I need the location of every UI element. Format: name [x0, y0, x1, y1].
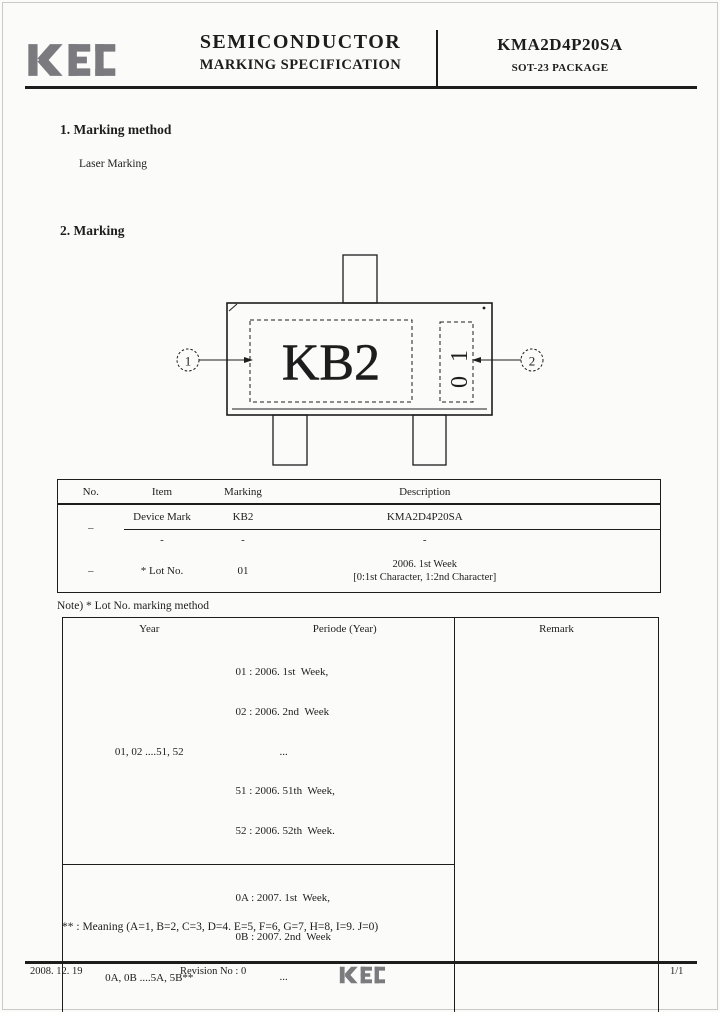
header-rule — [25, 86, 697, 89]
lot-row-2006: 01, 02 ....51, 52 01 : 2006. 1st Week, 0… — [63, 640, 659, 1012]
logo-k-lower-arm — [37, 54, 63, 76]
callout1-arrowhead — [244, 357, 253, 363]
cell-item-lot-no: * Lot No. — [140, 565, 184, 578]
footer-rule — [25, 961, 697, 964]
footer-kec-logo — [339, 966, 386, 984]
lot-table-header-row: Year Periode (Year) Remark — [63, 617, 659, 640]
marking-table: No. Item Marking Description – Device Ma… — [57, 479, 661, 593]
callout2-circle — [520, 348, 544, 372]
corner-chamfer — [228, 303, 238, 312]
lot-no-zone — [439, 321, 474, 403]
periode-line: 51 : 2006. 51th Week, — [235, 785, 335, 798]
package-name: SOT-23 PACKAGE — [511, 62, 609, 74]
periode-line: 01 : 2006. 1st Week, — [235, 666, 329, 679]
table-row-blank: - - - — [58, 529, 661, 551]
cell-desc-part: KMA2D4P20SA — [285, 504, 661, 530]
col-header-year: Year — [139, 623, 160, 635]
bottom-pin-right — [412, 414, 447, 466]
periode-line-ellipsis: ... — [279, 971, 288, 984]
periode-2006: 01 : 2006. 1st Week, 02 : 2006. 2nd Week… — [236, 640, 455, 865]
package-body — [226, 302, 493, 416]
doc-title-line1: SEMICONDUCTOR — [199, 31, 402, 53]
col-header-item: Item — [123, 479, 201, 505]
section1-heading: 1. Marking method — [60, 122, 172, 137]
doc-title-line2: MARKING SPECIFICATION — [199, 57, 402, 73]
corner-dot — [482, 306, 486, 310]
lot-desc-line1: 2006. 1st Week — [392, 559, 458, 571]
lot-no-text: 01 — [447, 336, 473, 388]
header-divider — [436, 30, 438, 87]
lot-desc-line2: [0:1st Character, 1:2nd Character] — [353, 572, 497, 584]
note-line: Note) * Lot No. marking method — [57, 600, 210, 612]
col-header-periode: Periode (Year) — [312, 623, 377, 635]
device-mark-zone — [249, 319, 413, 403]
cell-no-dash2: – — [88, 565, 94, 578]
lot-method-table: Year Periode (Year) Remark 01, 02 ....51… — [62, 617, 659, 1012]
periode-line: 0A : 2007. 1st Week, — [235, 891, 331, 904]
cell-desc-blank: - — [422, 534, 427, 547]
callout1-number: 1 — [185, 354, 192, 369]
periode-line: 0B : 2007. 2nd Week — [235, 931, 331, 944]
periode-line: 52 : 2006. 52th Week. — [235, 824, 335, 837]
remark-cell: Rotation for 4 years : 01...52 : ...2006… — [454, 640, 659, 1012]
marking-table-header-row: No. Item Marking Description — [57, 479, 661, 505]
cell-item-device-mark: Device Mark — [123, 504, 201, 530]
footer-page-number: 1/1 — [670, 966, 684, 977]
section2-heading: 2. Marking — [60, 223, 125, 238]
doc-title: SEMICONDUCTOR MARKING SPECIFICATION — [178, 31, 423, 74]
table-row-lot-no: – * Lot No. 01 2006. 1st Week [0:1st Cha… — [58, 551, 661, 592]
col-header-marking: Marking — [200, 479, 286, 505]
periode-line-ellipsis: ... — [279, 745, 288, 758]
periode-2007: 0A : 2007. 1st Week, 0B : 2007. 2nd Week… — [235, 864, 455, 1012]
top-pin — [342, 254, 378, 304]
footer-revision: Revision No : 0 — [180, 966, 247, 977]
section1-body: Laser Marking — [79, 158, 148, 170]
footer-date: 2008. 12. 19 — [30, 966, 83, 977]
cell-desc-lot: 2006. 1st Week [0:1st Character, 1:2nd C… — [286, 551, 661, 592]
package-marking-diagram: KB2 01 1 2 — [176, 254, 544, 466]
cell-marking-blank: - — [241, 534, 245, 547]
meaning-note: ** : Meaning (A=1, B=2, C=3, D=4. E=5, F… — [62, 921, 379, 933]
year-code-2006: 01, 02 ....51, 52 — [114, 746, 184, 759]
cell-item-blank: - — [160, 534, 164, 547]
cell-marking-kb2: KB2 — [200, 504, 286, 530]
device-mark-text: KB2 — [282, 335, 380, 392]
col-header-description: Description — [285, 479, 661, 505]
logo-k-bar — [28, 44, 38, 76]
cell-marking-01: 01 — [237, 565, 249, 578]
lot-row-2007: 0A, 0B ....5A, 5B** 0A : 2007. 1st Week,… — [62, 864, 659, 1012]
col-header-remark: Remark — [454, 617, 659, 640]
callout2-number: 2 — [529, 354, 536, 369]
table-row-device-mark: – Device Mark KB2 KMA2D4P20SA — [58, 504, 661, 534]
kec-logo — [28, 44, 116, 76]
callout2-arrowhead — [472, 357, 481, 363]
part-number: KMA2D4P20SA — [497, 35, 623, 54]
periode-line: 02 : 2006. 2nd Week — [235, 706, 330, 719]
part-block: KMA2D4P20SA SOT-23 PACKAGE — [455, 35, 665, 74]
cell-no-dash1: – — [88, 522, 94, 534]
bottom-pin-left — [272, 414, 308, 466]
year-code-2007: 0A, 0B ....5A, 5B** — [62, 864, 236, 1012]
col-header-no: No. — [57, 479, 124, 505]
periode-line: 5A : 2007. 51th Week, — [236, 1011, 455, 1012]
